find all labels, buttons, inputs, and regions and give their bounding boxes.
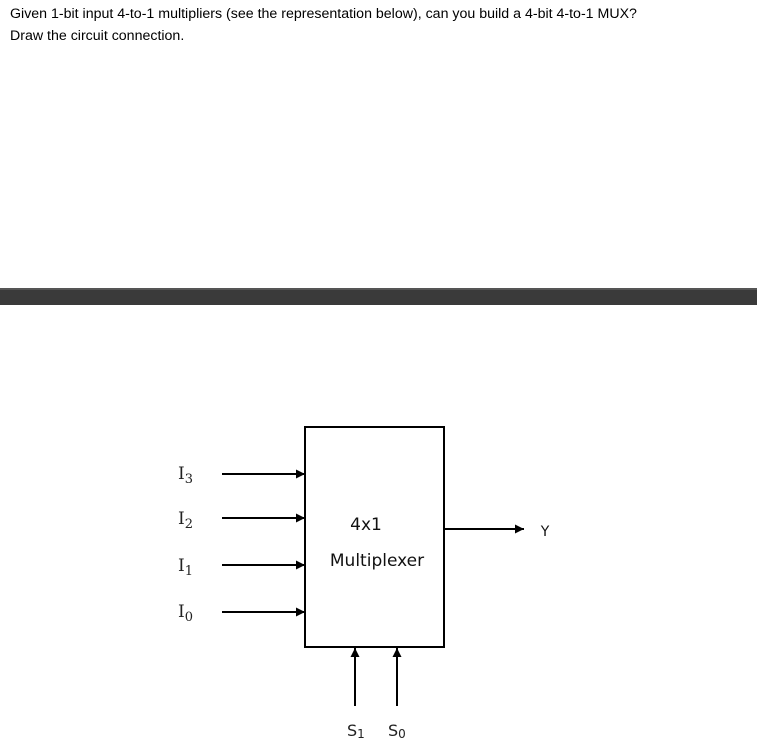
select-label-s1: S1 xyxy=(347,721,365,741)
question-line-2: Draw the circuit connection. xyxy=(10,28,185,44)
image-divider-bar xyxy=(0,288,757,305)
input-label-i0: I0 xyxy=(178,602,193,625)
mux-block xyxy=(304,426,445,648)
output-label-y: Y xyxy=(540,524,550,540)
input-label-i2: I2 xyxy=(178,509,193,532)
question-line-1: Given 1-bit input 4-to-1 multipliers (se… xyxy=(10,6,637,22)
input-label-i3: I3 xyxy=(178,464,193,487)
block-label-name: Multiplexer xyxy=(330,551,424,571)
input-label-i1: I1 xyxy=(178,556,193,579)
select-label-s0: S0 xyxy=(388,721,406,741)
question-text: Given 1-bit input 4-to-1 multipliers (se… xyxy=(10,3,750,47)
block-label-size: 4x1 xyxy=(350,515,382,535)
divider-edge xyxy=(0,288,757,290)
